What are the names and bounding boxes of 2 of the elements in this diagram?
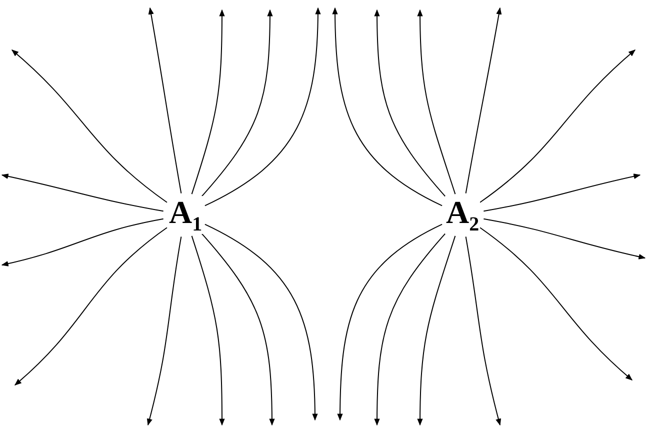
charge-label: A$_{1}$: [168, 196, 204, 234]
charge-label: A$_{2}$: [445, 196, 480, 234]
